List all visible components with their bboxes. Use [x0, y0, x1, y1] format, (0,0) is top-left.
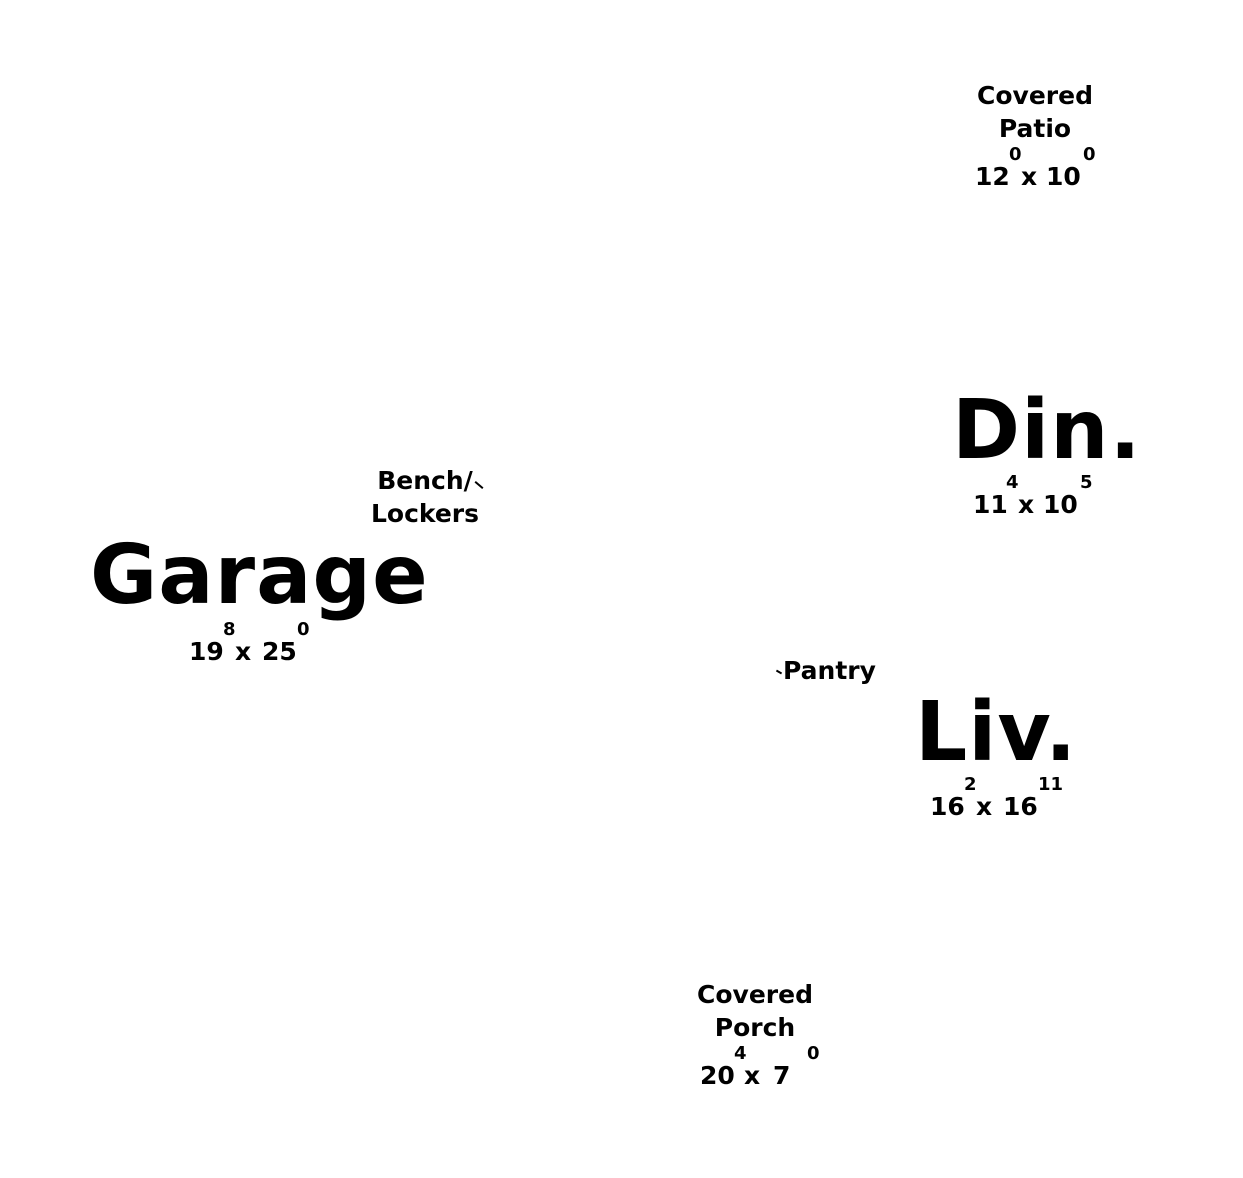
- dining-dim-a: 11: [973, 490, 1008, 519]
- garage-dim-a-sup: 8: [223, 619, 236, 640]
- garage-name: Garage: [90, 528, 429, 623]
- covered-porch-name-line2: Porch: [714, 1012, 796, 1042]
- covered-porch-dim-a-sup: 4: [734, 1043, 747, 1064]
- bench-lockers-label: Bench/ Lockers: [350, 465, 500, 530]
- living-name: Liv.: [915, 685, 1078, 780]
- garage-dim-x: x: [235, 637, 252, 666]
- covered-porch-dim-b: 7: [773, 1061, 791, 1090]
- covered-patio-name-line1: Covered: [977, 81, 1093, 110]
- garage-dim-a: 19: [189, 637, 224, 666]
- bench-lockers-name-line2: Lockers: [370, 498, 480, 528]
- dining-dim-b: 10: [1043, 490, 1078, 519]
- covered-porch-label: Covered Porch: [680, 979, 830, 1044]
- covered-porch-dim-a: 20: [700, 1061, 735, 1090]
- covered-patio-dim-b-sup: 0: [1083, 144, 1096, 165]
- covered-patio-dim-b: 10: [1046, 162, 1081, 191]
- covered-porch-name-line1: Covered: [697, 980, 813, 1009]
- covered-porch-dim-x: x: [744, 1061, 761, 1090]
- living-dim-b: 16: [1003, 792, 1038, 821]
- covered-patio-label: Covered Patio: [960, 80, 1110, 145]
- pantry-leader-mark: [775, 669, 783, 675]
- living-dim-a: 16: [930, 792, 965, 821]
- covered-patio-dim-a-sup: 0: [1009, 144, 1022, 165]
- covered-patio-dim-x: x: [1021, 162, 1038, 191]
- covered-porch-dim-b-sup: 0: [807, 1043, 820, 1064]
- covered-patio-dim-a: 12: [975, 162, 1010, 191]
- living-dim-a-sup: 2: [964, 774, 977, 795]
- garage-dim-b-sup: 0: [297, 619, 310, 640]
- dining-dim-x: x: [1018, 490, 1035, 519]
- covered-patio-name-line2: Patio: [998, 113, 1072, 143]
- dining-name: Din.: [952, 383, 1142, 478]
- garage-dim-b: 25: [262, 637, 297, 666]
- living-dim-x: x: [976, 792, 993, 821]
- dining-dim-a-sup: 4: [1006, 472, 1019, 493]
- pantry-name: Pantry: [783, 656, 876, 685]
- living-dim-b-sup: 11: [1038, 774, 1064, 795]
- dining-dim-b-sup: 5: [1080, 472, 1093, 493]
- bench-lockers-name-line1: Bench/: [377, 466, 473, 495]
